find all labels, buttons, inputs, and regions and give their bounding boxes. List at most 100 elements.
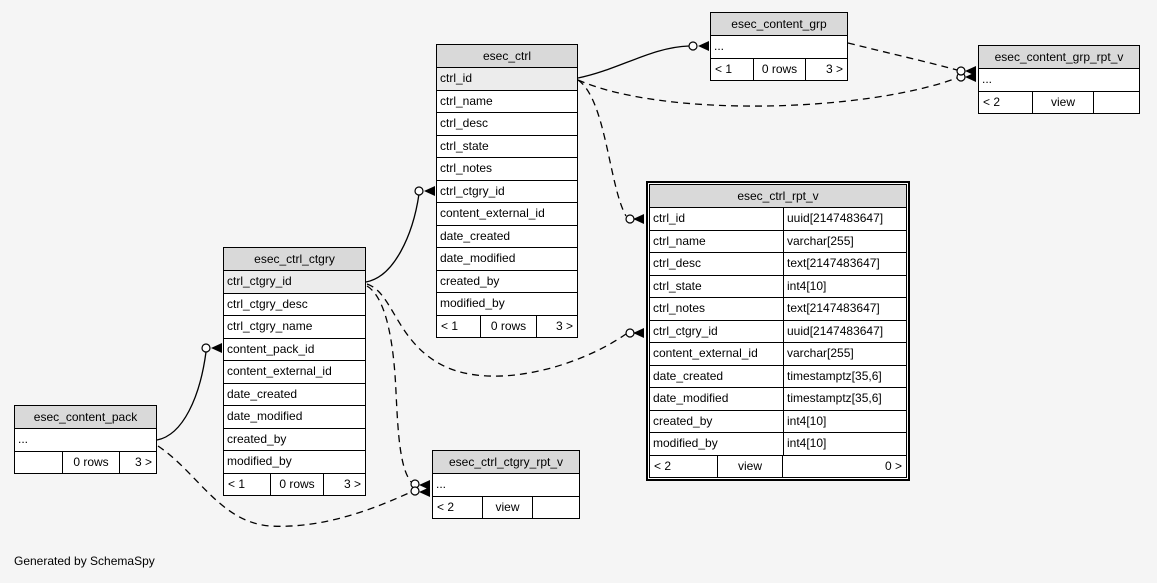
relationship-line — [157, 445, 412, 527]
edge-esec_ctrl-to-esec_ctrl_rpt_v — [577, 79, 644, 224]
column-name: modified_by — [650, 433, 784, 455]
column-row: modified_by — [437, 292, 577, 315]
pager-next[interactable] — [533, 497, 579, 518]
row-count: 0 rows — [754, 58, 806, 80]
column-type: uuid[2147483647] — [787, 211, 884, 225]
table-title[interactable]: esec_ctrl — [437, 45, 577, 67]
column-name: ctrl_name — [650, 230, 784, 252]
edge-esec_ctrl_ctgry-to-esec_ctrl_ctgry_rpt_v — [366, 285, 430, 490]
crowfoot-arrow-icon — [633, 328, 644, 338]
table-esec_ctrl_ctgry[interactable]: esec_ctrl_ctgry ctrl_ctgry_id ctrl_ctgry… — [223, 247, 366, 496]
table-esec_content_pack[interactable]: esec_content_pack ... 0 rows 3 > — [14, 405, 157, 474]
column-name: date_created — [650, 365, 784, 387]
zero-or-many-circle-icon — [201, 343, 211, 353]
table-title[interactable]: esec_ctrl_ctgry — [224, 248, 365, 270]
row-count: 0 rows — [63, 451, 120, 473]
table-footer: < 1 0 rows 3 > — [437, 314, 577, 337]
pager-next[interactable]: 3 > — [134, 454, 152, 469]
column-name: ctrl_desc — [650, 253, 784, 275]
table-footer: < 2 view — [433, 495, 579, 518]
column-row: date_created — [437, 224, 577, 247]
column-row: modified_by int4[10] — [650, 432, 906, 455]
column-row: ctrl_ctgry_id — [224, 270, 365, 293]
column-type: uuid[2147483647] — [787, 323, 884, 338]
pager-next[interactable] — [1094, 92, 1139, 113]
column-row: content_external_id — [437, 202, 577, 225]
table-title[interactable]: esec_ctrl_ctgry_rpt_v — [433, 451, 579, 473]
pager-prev[interactable]: < 1 — [224, 473, 271, 495]
relationship-line — [365, 193, 420, 283]
table-title[interactable]: esec_content_pack — [15, 406, 156, 428]
column-row: created_by — [224, 427, 365, 450]
column-name: created_by — [650, 410, 784, 432]
column-row: ctrl_desc — [437, 112, 577, 135]
table-esec_ctrl[interactable]: esec_ctrl ctrl_id ctrl_name ctrl_desc ct… — [436, 44, 578, 338]
column-type: text[2147483647] — [787, 301, 880, 315]
pager-prev[interactable]: < 1 — [711, 58, 754, 80]
pager-prev — [15, 451, 63, 473]
pager-next[interactable]: 3 > — [825, 61, 843, 76]
table-title[interactable]: esec_content_grp — [711, 13, 847, 35]
zero-or-many-circle-icon — [414, 186, 424, 196]
edge-esec_ctrl_ctgry-to-esec_ctrl_rpt_v — [366, 283, 644, 377]
edge-esec_content_pack-to-esec_ctrl_ctgry_rpt_v — [157, 445, 430, 527]
column-row: ... — [711, 35, 847, 58]
column-type: int4[10] — [787, 436, 827, 450]
table-esec_content_grp[interactable]: esec_content_grp ... < 1 0 rows 3 > — [710, 12, 848, 81]
pager-prev[interactable]: < 2 — [650, 455, 718, 477]
zero-or-many-circle-icon — [625, 328, 635, 338]
pager-next[interactable]: 3 > — [343, 476, 361, 491]
column-name: ctrl_id — [650, 208, 784, 230]
column-row: ctrl_state — [437, 134, 577, 157]
row-count: 0 rows — [481, 315, 537, 337]
column-row: ctrl_id uuid[2147483647] — [650, 207, 906, 230]
table-footer: 0 rows 3 > — [15, 450, 156, 473]
relationship-line — [847, 42, 958, 71]
crowfoot-arrow-icon — [211, 343, 222, 353]
relationship-line — [577, 79, 627, 217]
column-type: varchar[255] — [787, 233, 854, 248]
column-row: ... — [15, 428, 156, 451]
column-name: ctrl_ctgry_id — [650, 320, 784, 342]
column-row: ctrl_notes text[2147483647] — [650, 297, 906, 320]
column-name: content_external_id — [650, 343, 784, 365]
pager-next[interactable]: 3 > — [555, 318, 573, 333]
table-esec_ctrl_ctgry_rpt_v[interactable]: esec_ctrl_ctgry_rpt_v ... < 2 view — [432, 450, 580, 519]
table-footer: < 2 view 0 > — [650, 454, 906, 477]
table-esec_content_grp_rpt_v[interactable]: esec_content_grp_rpt_v ... < 2 view — [978, 45, 1140, 114]
edge-esec_content_pack-to-esec_ctrl_ctgry — [156, 343, 222, 441]
column-row: ctrl_id — [437, 67, 577, 90]
column-type: int4[10] — [787, 278, 827, 293]
column-name: ctrl_state — [650, 275, 784, 297]
table-title[interactable]: esec_content_grp_rpt_v — [979, 46, 1139, 68]
relationship-line — [366, 283, 627, 377]
edge-esec_ctrl_ctgry-to-esec_ctrl — [365, 186, 435, 283]
column-row: date_modified timestamptz[35,6] — [650, 387, 906, 410]
edge-esec_ctrl-to-esec_content_grp — [577, 41, 709, 79]
view-label: view — [483, 496, 533, 518]
zero-or-many-circle-icon — [956, 66, 966, 76]
zero-or-many-circle-icon — [410, 486, 420, 496]
table-esec_ctrl_rpt_v[interactable]: esec_ctrl_rpt_v ctrl_id uuid[2147483647]… — [649, 184, 907, 478]
relationship-line — [156, 351, 207, 441]
table-footer: < 1 0 rows 3 > — [224, 472, 365, 495]
column-row: date_created — [224, 382, 365, 405]
pager-prev[interactable]: < 2 — [433, 496, 483, 518]
pager-next[interactable]: 0 > — [884, 458, 902, 473]
pager-prev[interactable]: < 1 — [437, 315, 481, 337]
table-title[interactable]: esec_ctrl_rpt_v — [650, 185, 906, 207]
column-row: ctrl_notes — [437, 157, 577, 180]
zero-or-many-circle-icon — [625, 214, 635, 224]
generated-by-note: Generated by SchemaSpy — [14, 554, 155, 568]
table-esec_ctrl_rpt_v-focus-frame: esec_ctrl_rpt_v ctrl_id uuid[2147483647]… — [646, 181, 910, 481]
column-row: ctrl_name — [437, 89, 577, 112]
column-row: created_by — [437, 269, 577, 292]
pager-prev[interactable]: < 2 — [979, 91, 1033, 113]
column-row: ctrl_state int4[10] — [650, 274, 906, 297]
row-count: 0 rows — [271, 473, 324, 495]
column-row: ctrl_ctgry_id — [437, 179, 577, 202]
column-row: ctrl_ctgry_id uuid[2147483647] — [650, 319, 906, 342]
column-type: timestamptz[35,6] — [787, 368, 882, 383]
crowfoot-arrow-icon — [419, 480, 430, 490]
